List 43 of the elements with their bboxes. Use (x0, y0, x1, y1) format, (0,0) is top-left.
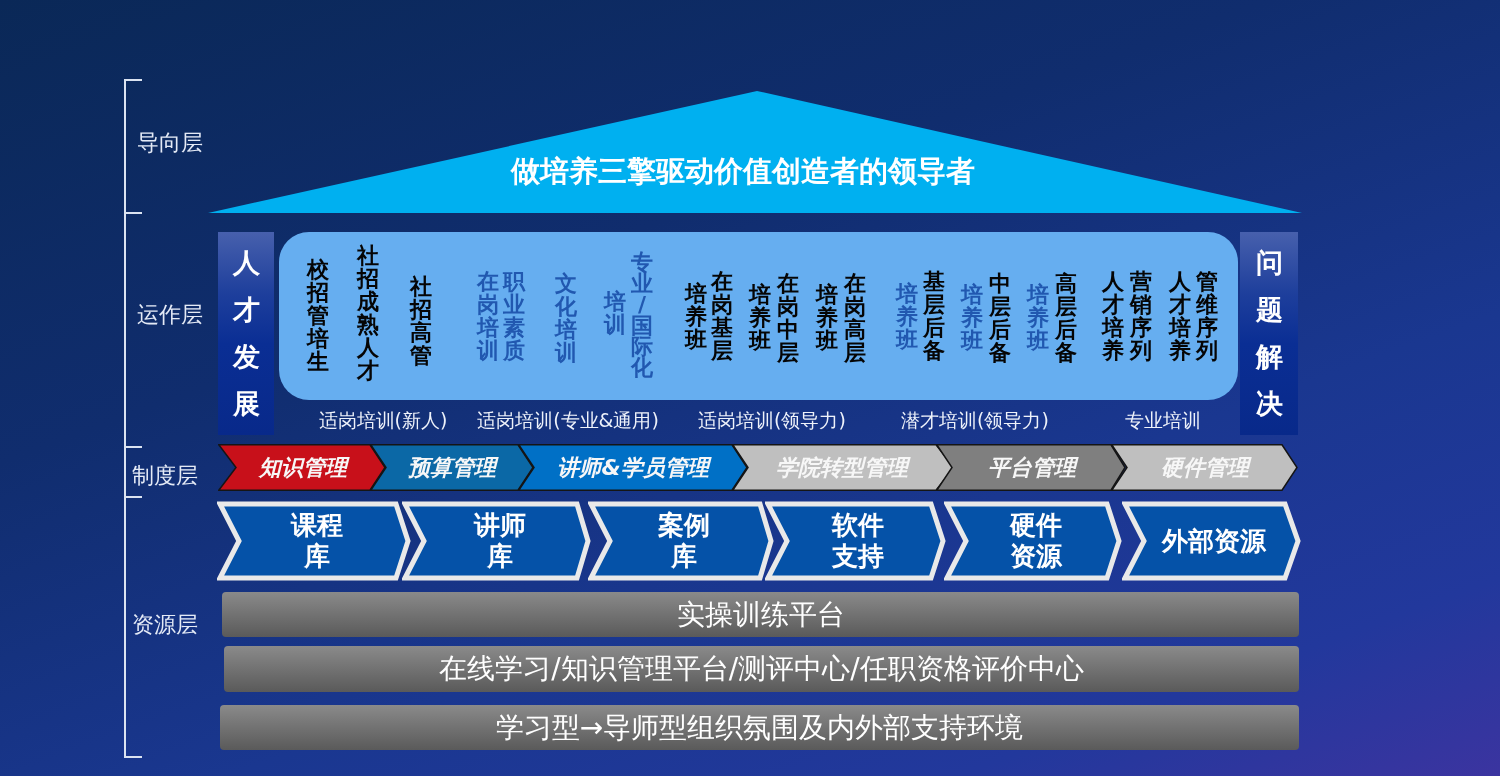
category-label: 适岗培训(领导力) (698, 408, 846, 432)
column-text: 高层后备 (1054, 272, 1078, 364)
layer-label: 制度层 (132, 462, 198, 490)
chevron-tab: 硬件管理 (1111, 444, 1298, 491)
column-text: 培养班 (748, 283, 772, 352)
column-text: 职业素质 (502, 270, 526, 362)
category-label: 适岗培训(专业&通用) (477, 408, 659, 432)
column-text: 社招高管 (409, 275, 433, 367)
column-text: 在岗基层 (710, 270, 734, 362)
platform-bar: 学习型→导师型组织氛围及内外部支持环境 (220, 705, 1299, 750)
layer-label: 运作层 (137, 301, 203, 329)
column-text: 专业/国际化 (630, 252, 654, 378)
side-panel: 人才发展 (218, 232, 274, 435)
heading-text: 做培养三擎驱动价值创造者的领导者 (511, 154, 975, 189)
column-text: 培养班 (1026, 283, 1050, 352)
column-text: 培养班 (960, 283, 984, 352)
column-text: 营销序列 (1129, 270, 1153, 362)
column-text: 培养班 (684, 282, 708, 351)
column-text: 在岗培训 (476, 270, 500, 362)
chevron-tab: 讲师&学员管理 (518, 444, 748, 491)
column-text: 社招成熟人才 (356, 244, 380, 382)
layer-label: 导向层 (137, 129, 203, 157)
category-label: 专业培训 (1125, 408, 1201, 432)
column-text: 在岗中层 (776, 272, 800, 364)
column-text: 培训 (603, 290, 627, 336)
chevron-tab: 知识管理 (218, 444, 386, 491)
column-text: 校招管培生 (306, 258, 330, 373)
side-panel: 问题解决 (1240, 232, 1298, 435)
column-text: 在岗高层 (843, 272, 867, 364)
column-text: 人才培养 (1101, 270, 1125, 362)
column-text: 管维序列 (1195, 270, 1219, 362)
platform-bar: 在线学习/知识管理平台/测评中心/任职资格评价中心 (224, 646, 1299, 692)
chevron-tab: 平台管理 (936, 444, 1126, 491)
layer-label: 资源层 (132, 611, 198, 639)
platform-bar: 实操训练平台 (222, 592, 1299, 637)
column-text: 培养班 (815, 283, 839, 352)
category-label: 潜才培训(领导力) (901, 408, 1049, 432)
column-text: 基层后备 (922, 270, 946, 362)
column-text: 中层后备 (988, 272, 1012, 364)
column-text: 培养班 (895, 282, 919, 351)
column-text: 人才培养 (1168, 270, 1192, 362)
category-label: 适岗培训(新人) (318, 408, 448, 432)
column-text: 文化培训 (554, 272, 578, 364)
